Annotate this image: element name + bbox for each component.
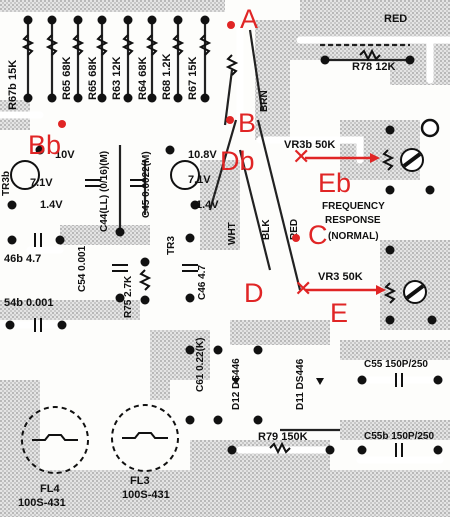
label-r67b: R67b 15K bbox=[7, 59, 19, 110]
label-r79: R79 150K bbox=[258, 431, 308, 443]
label-tr3: TR3 bbox=[166, 236, 177, 255]
label-v-tr3b-c: 10V bbox=[55, 149, 75, 161]
transistors bbox=[10, 160, 200, 190]
label-r67: R67 15K bbox=[187, 56, 199, 100]
label-wht: WHT bbox=[227, 222, 238, 245]
capacitors bbox=[34, 179, 403, 457]
resistor-symbols bbox=[21, 34, 381, 455]
marker-d: D bbox=[244, 278, 264, 308]
label-fl4-part: 100S-431 bbox=[18, 497, 66, 509]
label-v-tr3-c: 10.8V bbox=[188, 149, 217, 161]
label-c44: C44(LL) (0/16)(M) bbox=[99, 150, 110, 232]
marker-e: E bbox=[330, 298, 349, 328]
label-vr3: VR3 50K bbox=[318, 271, 363, 283]
label-freq-2: RESPONSE bbox=[325, 215, 381, 226]
marker-bb: Bb bbox=[28, 130, 62, 160]
label-brn: BRN bbox=[259, 90, 270, 112]
label-r63: R63 12K bbox=[111, 56, 123, 100]
label-c54b: 54b 0.001 bbox=[4, 297, 54, 309]
potentiometers bbox=[381, 118, 440, 304]
label-fl3-name: FL3 bbox=[130, 475, 150, 487]
label-c61: C61 0.22(K) bbox=[195, 337, 206, 392]
label-v-tr3-e: 1.4V bbox=[196, 199, 219, 211]
marker-db-cross: ✕ bbox=[292, 145, 311, 170]
marker-a: A bbox=[240, 4, 259, 34]
label-c46: C46 4.7 bbox=[197, 264, 208, 300]
label-v-tr3b-e: 1.4V bbox=[40, 199, 63, 211]
label-tr3b: TR3b bbox=[1, 171, 12, 196]
marker-c-dot bbox=[292, 234, 300, 242]
diodes bbox=[232, 378, 324, 385]
label-fl4-name: FL4 bbox=[40, 483, 60, 495]
label-r78: R78 12K bbox=[352, 61, 396, 73]
label-d12: D12 DS446 bbox=[231, 358, 242, 410]
label-red-wire-top: RED bbox=[384, 13, 408, 25]
label-freq-3: (NORMAL) bbox=[328, 231, 379, 242]
label-r64: R64 68K bbox=[137, 56, 149, 100]
marker-a-dot bbox=[227, 21, 235, 29]
label-vr3b: VR3b 50K bbox=[284, 139, 336, 151]
label-c55: C55 150P/250 bbox=[364, 359, 428, 370]
label-fl3-part: 100S-431 bbox=[122, 489, 170, 501]
marker-b: B bbox=[238, 108, 257, 138]
annotation-arrows bbox=[305, 153, 386, 295]
label-c46b: 46b 4.7 bbox=[4, 253, 42, 265]
label-c55b: C55b 150P/250 bbox=[364, 431, 435, 442]
dark-traces bbox=[26, 20, 410, 432]
label-v-tr3-b: 7.1V bbox=[188, 174, 211, 186]
marker-bb-dot bbox=[58, 120, 66, 128]
label-v-tr3b-b: 7.1V bbox=[30, 177, 53, 189]
marker-c: C bbox=[308, 220, 328, 250]
filters bbox=[21, 404, 179, 474]
label-blk: BLK bbox=[261, 219, 272, 240]
marker-eb: Eb bbox=[318, 168, 352, 198]
label-r65b: R65 68K bbox=[87, 56, 99, 100]
label-c54: C54 0.001 bbox=[77, 245, 88, 292]
label-d11: D11 DS446 bbox=[295, 358, 306, 410]
label-c45: C45 0.0022(M) bbox=[141, 151, 152, 218]
label-r65a: R65 68K bbox=[61, 56, 73, 100]
marker-b-dot bbox=[226, 116, 234, 124]
marker-d-cross: ✕ bbox=[294, 277, 313, 302]
pads bbox=[5, 15, 443, 455]
label-r75: R75 2.7K bbox=[123, 275, 134, 318]
label-freq-1: FREQUENCY bbox=[322, 201, 385, 212]
label-r68: R68 1.2K bbox=[161, 53, 173, 100]
marker-db: Db bbox=[220, 146, 255, 176]
